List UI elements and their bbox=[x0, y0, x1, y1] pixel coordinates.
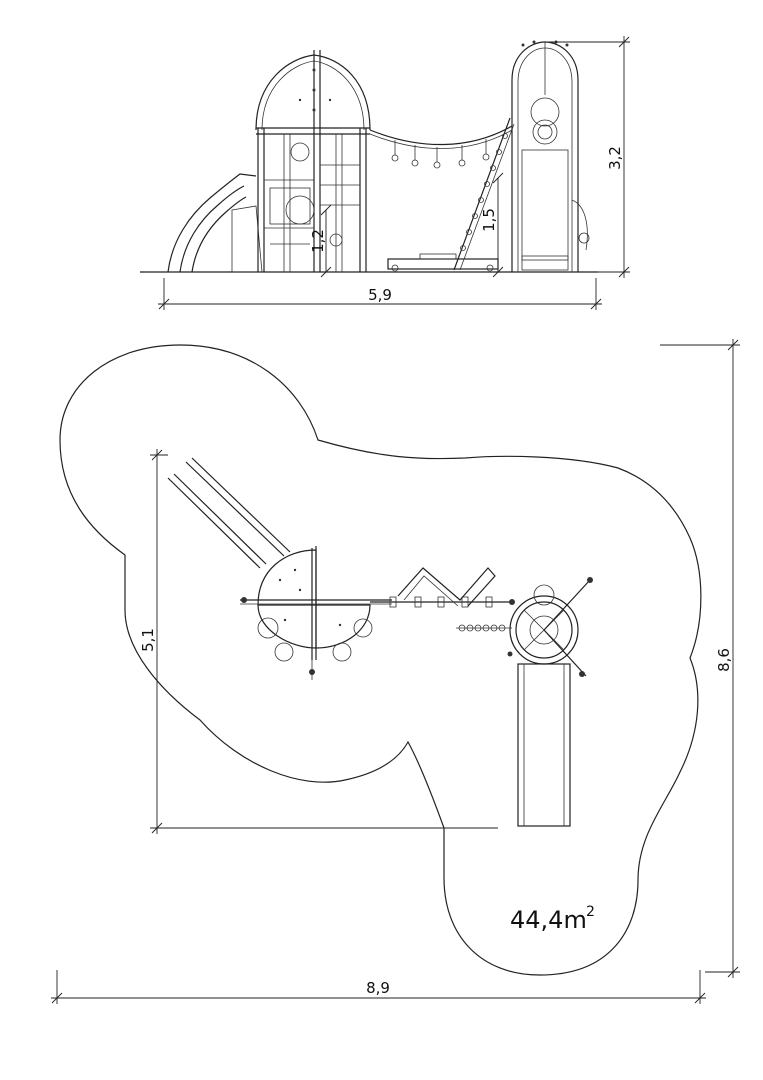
plan-depth-dimension: 8,6 bbox=[660, 339, 740, 978]
platform-height-label-1: 1,2 bbox=[309, 229, 327, 253]
total-height-label: 3,2 bbox=[606, 146, 624, 170]
elevation-rope-bridge bbox=[369, 125, 513, 169]
elevation-low-platform bbox=[387, 253, 499, 272]
elevation-dome-tower bbox=[255, 50, 371, 272]
total-height-dimension: 3,2 bbox=[545, 36, 630, 278]
elevation-slide bbox=[167, 173, 263, 273]
elevation-climbing-net bbox=[453, 117, 515, 271]
plan-slide bbox=[167, 457, 291, 569]
plan-rocket-tower bbox=[507, 577, 593, 677]
plan-dome-tower bbox=[240, 546, 392, 680]
elevation-width-dimension: 5,9 bbox=[158, 278, 602, 310]
plan-width-dimension: 8,9 bbox=[51, 970, 706, 1004]
area-value: 44,4m bbox=[510, 906, 587, 934]
equipment-depth-label: 5,1 bbox=[139, 628, 157, 652]
plan-depth-label: 8,6 bbox=[715, 648, 733, 672]
platform-height-dimension-2: 1,5 bbox=[480, 172, 504, 278]
elevation-rocket-tower bbox=[511, 40, 590, 272]
plan-climbing-chain bbox=[456, 624, 512, 632]
equipment-depth-dimension: 5,1 bbox=[139, 449, 498, 834]
plan-width-label: 8,9 bbox=[366, 979, 390, 997]
area-label: 44,4m 2 bbox=[510, 904, 595, 934]
area-exponent: 2 bbox=[586, 904, 595, 920]
elevation-view: 1,2 bbox=[140, 36, 630, 310]
plan-rope-bridge bbox=[370, 567, 512, 608]
safety-zone-outline bbox=[59, 344, 702, 976]
plan-view: 5,1 8,6 8,9 44,4m 2 bbox=[51, 339, 740, 1004]
elevation-width-label: 5,9 bbox=[368, 286, 392, 304]
plan-straight-slide bbox=[517, 663, 571, 827]
platform-height-dimension-1: 1,2 bbox=[309, 204, 332, 278]
platform-height-label-2: 1,5 bbox=[480, 208, 498, 232]
